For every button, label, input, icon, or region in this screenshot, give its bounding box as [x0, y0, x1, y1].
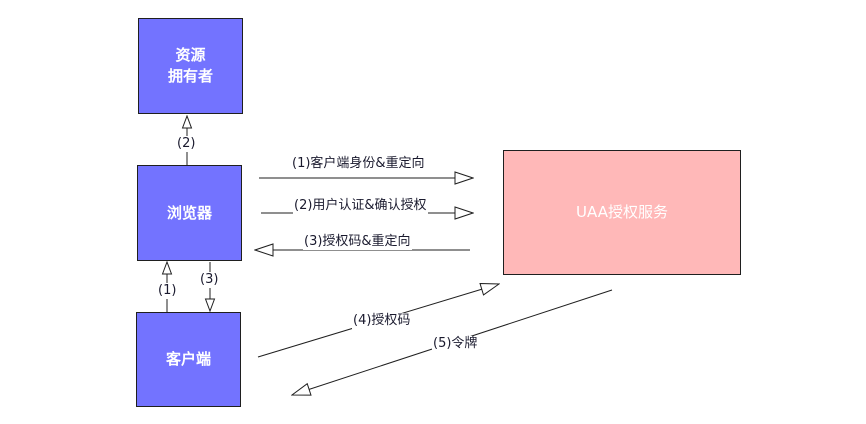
edge-label-client-to-browser: (1) [157, 283, 178, 299]
node-client-label: 客户端 [165, 350, 211, 368]
edge-label-browser-to-owner: (2) [176, 136, 197, 152]
node-uaa-label: UAA授权服务 [576, 203, 668, 221]
edge-label-step5: (5)令牌 [432, 336, 479, 352]
edge-label-step3: (3)授权码&重定向 [303, 234, 412, 250]
edge-label-step1: (1)客户端身份&重定向 [291, 156, 426, 172]
node-browser: 浏览器 [137, 165, 242, 261]
node-uaa-server: UAA授权服务 [503, 150, 741, 275]
edge-label-step4: (4)授权码 [352, 313, 412, 329]
edge-label-step2: (2)用户认证&确认授权 [293, 198, 428, 214]
node-resource-owner-line1: 资源 [175, 46, 206, 64]
node-resource-owner: 资源 拥有者 [138, 18, 243, 114]
node-resource-owner-line2: 拥有者 [167, 67, 213, 85]
node-browser-label: 浏览器 [166, 203, 212, 222]
edge-label-browser-to-client: (3) [199, 272, 220, 288]
node-client: 客户端 [136, 312, 241, 407]
